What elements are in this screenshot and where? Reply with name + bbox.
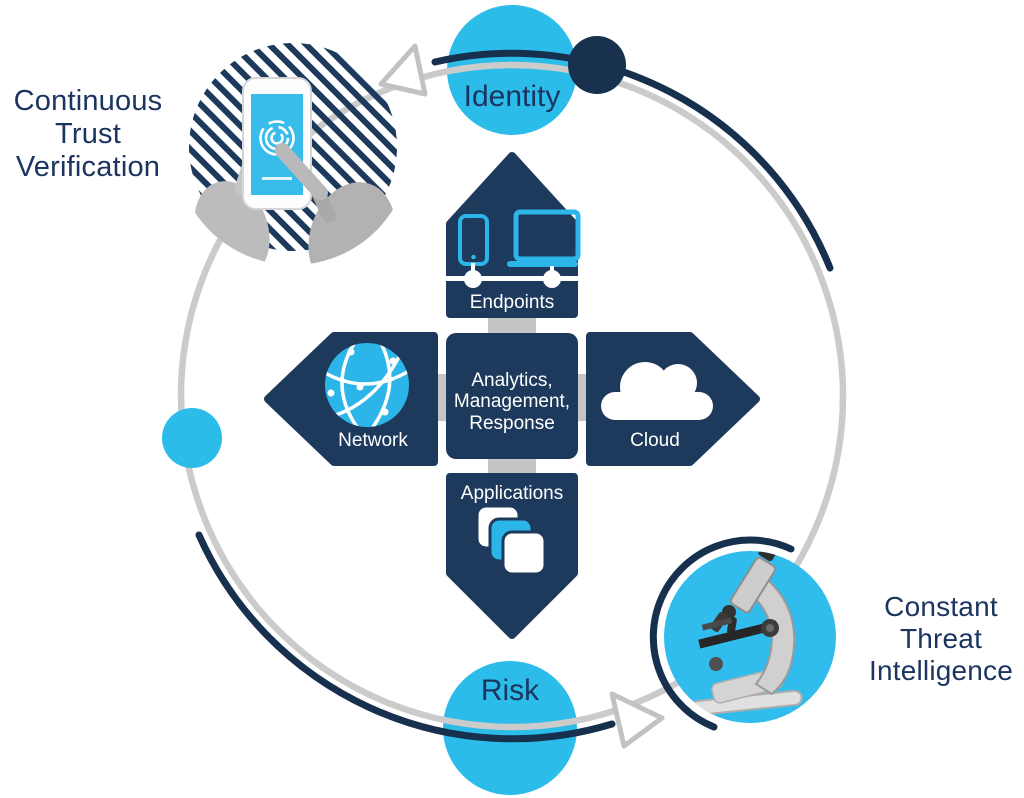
orbit-navy-arc-bottom bbox=[195, 531, 616, 743]
label-constant-threat-intelligence: Constant Threat Intelligence bbox=[868, 591, 1014, 686]
label-cloud: Cloud bbox=[630, 430, 680, 451]
label-applications: Applications bbox=[460, 483, 564, 504]
orbit-gray-circle bbox=[177, 61, 847, 731]
label-network: Network bbox=[338, 430, 408, 451]
label-continuous-trust-verification: Continuous Trust Verification bbox=[13, 85, 163, 184]
microscope-circle bbox=[664, 551, 836, 723]
arrowhead-top-left-icon bbox=[378, 43, 428, 97]
endpoints-arrow bbox=[446, 152, 578, 318]
cloud-icon bbox=[601, 362, 713, 420]
arrowhead-bottom-right-icon bbox=[609, 691, 665, 749]
orbit-navy-arc-top bbox=[431, 49, 834, 272]
connector-top bbox=[488, 316, 536, 336]
stacked-apps-icon bbox=[475, 504, 547, 576]
label-identity: Identity bbox=[463, 80, 561, 113]
label-center-analytics: Analytics, Management, Response bbox=[453, 370, 571, 434]
microscope-arc bbox=[649, 536, 795, 731]
mobile-and-laptop-icon bbox=[446, 209, 581, 288]
label-endpoints: Endpoints bbox=[469, 292, 555, 313]
microscope-image bbox=[649, 536, 836, 731]
hands-holding-phone-fingerprint-image bbox=[189, 43, 397, 265]
globe-network-icon bbox=[325, 343, 409, 427]
orbit-dot-cyan bbox=[162, 408, 222, 468]
center-box bbox=[446, 333, 578, 459]
identity-circle bbox=[447, 5, 577, 135]
orbit-dot-navy bbox=[568, 36, 626, 94]
label-risk: Risk bbox=[480, 674, 540, 707]
